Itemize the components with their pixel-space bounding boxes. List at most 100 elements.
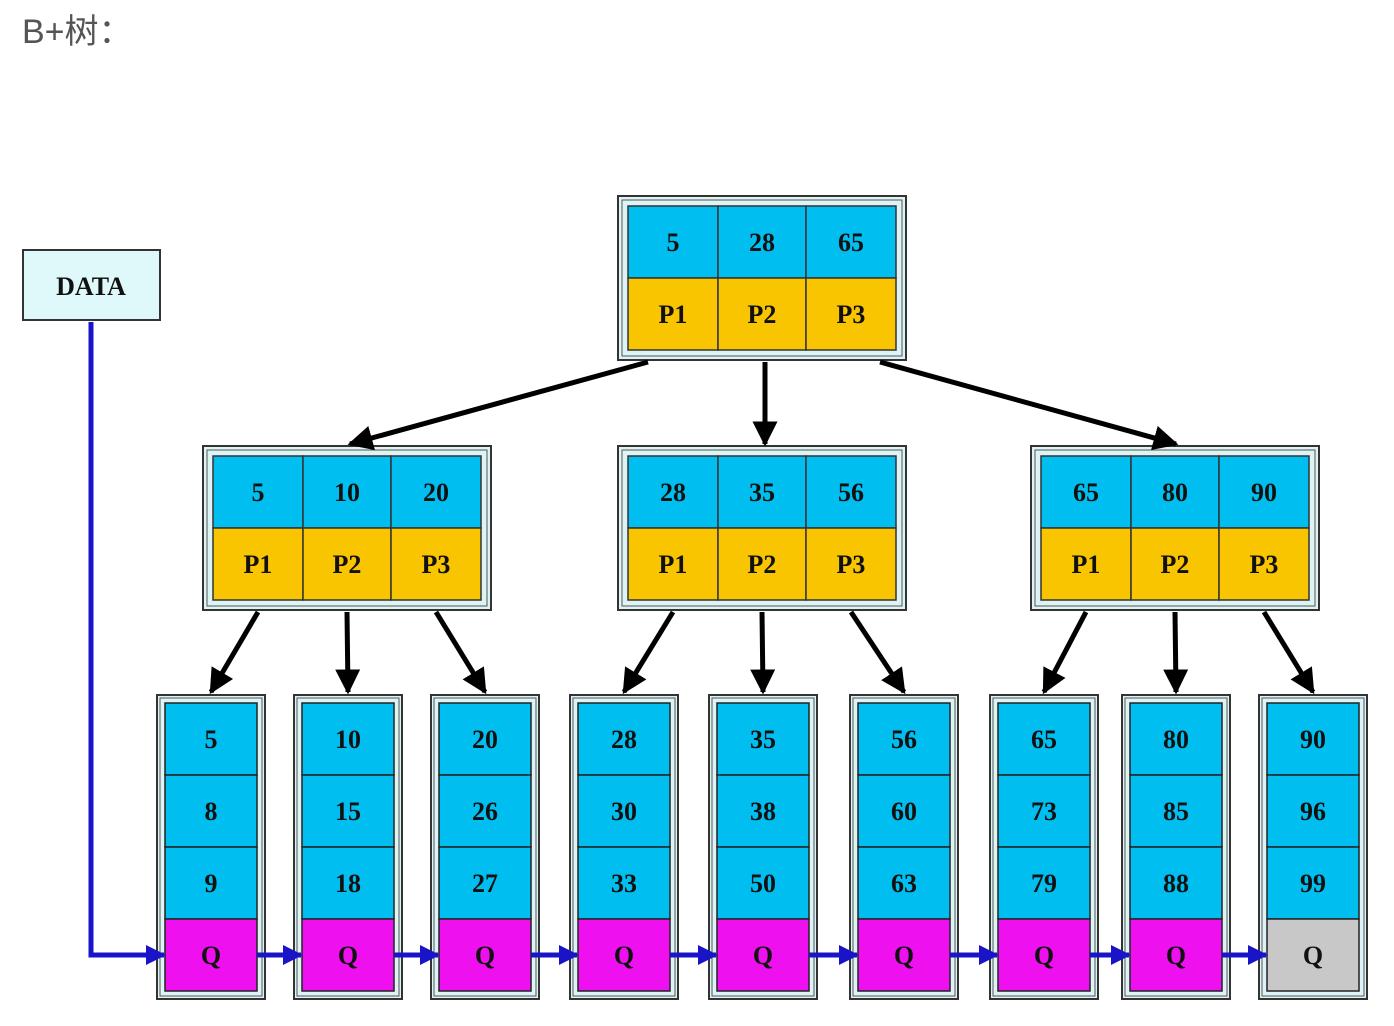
- page-title: B+树：: [22, 13, 133, 51]
- internal-node-1-key-label: 20: [423, 478, 449, 507]
- leaf-node-2-key-label: 10: [335, 725, 361, 754]
- leaf-node-3-key-label: 26: [472, 797, 498, 826]
- leaf-node-5-key-label: 50: [750, 869, 776, 898]
- leaf-node-1-key-cell: [164, 702, 258, 776]
- leaf-node-5-key-cell: [716, 774, 810, 848]
- leaf-node-5-key-cell: [716, 702, 810, 776]
- internal-node-3-key-label: 80: [1162, 478, 1188, 507]
- leaf-node-7-key-cell: [997, 702, 1091, 776]
- leaf-node-8-key-label: 85: [1163, 797, 1189, 826]
- leaf-node-7-key-label: 65: [1031, 725, 1057, 754]
- internal-node-2-key-label: 35: [749, 478, 775, 507]
- leaf-node-2-link-cell: [301, 918, 395, 992]
- leaf-node-8-link-cell: [1129, 918, 1223, 992]
- leaf-node-2: 10 15 18Q: [293, 694, 403, 1000]
- leaf-node-4-key-label: 30: [611, 797, 637, 826]
- leaf-node-8-key-cell: [1129, 846, 1223, 920]
- internal-node-1-pointer-label: P3: [422, 550, 451, 579]
- leaf-node-7-key-cell: [997, 774, 1091, 848]
- root-node-pointer-cell: [717, 277, 807, 351]
- internal-node-2-key-label: 56: [838, 478, 864, 507]
- root-node-pointer-label: P1: [659, 300, 688, 329]
- internal-to-leaf-arrow: [621, 610, 676, 695]
- root-to-internal-arrow: [347, 359, 649, 451]
- internal-node-1-key-label: 5: [252, 478, 265, 507]
- leaf-node-3-link-label: Q: [475, 941, 495, 970]
- internal-node-2-key-cell: [627, 455, 719, 529]
- internal-node-3-pointer-label: P1: [1072, 550, 1101, 579]
- leaf-node-6-key-label: 60: [891, 797, 917, 826]
- internal-node-3-key-cell: [1040, 455, 1132, 529]
- leaf-node-8-key-label: 88: [1163, 869, 1189, 898]
- internal-node-2-pointer-label: P1: [659, 550, 688, 579]
- leaf-node-7-key-label: 73: [1031, 797, 1057, 826]
- leaf-node-5-key-label: 38: [750, 797, 776, 826]
- leaf-node-4-key-cell: [577, 846, 671, 920]
- internal-node-3-pointer-cell: [1218, 527, 1310, 601]
- leaf-node-9-key-label: 96: [1300, 797, 1326, 826]
- leaf-node-2-key-label: 18: [335, 869, 361, 898]
- leaf-node-6-key-label: 56: [891, 725, 917, 754]
- leaf-node-6-key-cell: [857, 846, 951, 920]
- leaf-node-7-key-cell: [997, 846, 1091, 920]
- leaf-node-1-key-label: 9: [205, 869, 218, 898]
- leaf-node-7-link-label: Q: [1034, 941, 1054, 970]
- leaf-node-7-key-label: 79: [1031, 869, 1057, 898]
- root-node-key-label: 28: [749, 228, 775, 257]
- leaf-node-5-key-label: 35: [750, 725, 776, 754]
- leaf-node-3-link-cell: [438, 918, 532, 992]
- internal-node-1-key-cell: [390, 455, 482, 529]
- leaf-node-7-link-cell: [997, 918, 1091, 992]
- internal-to-leaf-arrow: [1163, 611, 1189, 695]
- internal-to-leaf-arrow: [433, 610, 488, 695]
- leaf-node-6-key-cell: [857, 774, 951, 848]
- tree-nodes: 5P128P265P35P110P220P328P135P256P365P180…: [156, 195, 1368, 1000]
- leaf-node-2-link-label: Q: [338, 941, 358, 970]
- leaf-node-4-link-cell: [577, 918, 671, 992]
- root-node-pointer-cell: [627, 277, 719, 351]
- leaf-node-2-key-cell: [301, 702, 395, 776]
- leaf-node-8-link-label: Q: [1166, 941, 1186, 970]
- leaf-node-4-link-label: Q: [614, 941, 634, 970]
- leaf-node-1-link-label: Q: [201, 941, 221, 970]
- leaf-node-2-key-label: 15: [335, 797, 361, 826]
- root-node-key-cell: [717, 205, 807, 279]
- leaf-node-9-link-label: Q: [1303, 941, 1323, 970]
- internal-node-1-pointer-label: P2: [333, 550, 362, 579]
- internal-node-3-key-cell: [1130, 455, 1220, 529]
- leaf-node-4-key-label: 33: [611, 869, 637, 898]
- internal-node-1-key-label: 10: [334, 478, 360, 507]
- internal-node-3-key-label: 65: [1073, 478, 1099, 507]
- internal-to-leaf-arrow: [1041, 610, 1089, 695]
- leaf-node-7: 65 73 79Q: [989, 694, 1099, 1000]
- internal-node-1-pointer-cell: [302, 527, 392, 601]
- leaf-node-3-key-label: 20: [472, 725, 498, 754]
- internal-node-3-key-cell: [1218, 455, 1310, 529]
- internal-node-1-pointer-label: P1: [244, 550, 273, 579]
- leaf-node-8-key-label: 80: [1163, 725, 1189, 754]
- leaf-node-3: 20 26 27Q: [430, 694, 540, 1000]
- leaf-node-5-link-label: Q: [753, 941, 773, 970]
- internal-to-leaf-arrow: [750, 611, 776, 695]
- leaf-node-6-key-label: 63: [891, 869, 917, 898]
- leaf-node-8: 80 85 88Q: [1121, 694, 1231, 1000]
- leaf-node-1-link-cell: [164, 918, 258, 992]
- internal-node-3-pointer-label: P2: [1161, 550, 1190, 579]
- leaf-node-4-key-cell: [577, 774, 671, 848]
- leaf-node-3-key-label: 27: [472, 869, 498, 898]
- leaf-node-6-key-cell: [857, 702, 951, 776]
- leaf-node-9-link-cell: [1266, 918, 1360, 992]
- data-box: DATA: [22, 249, 161, 321]
- internal-node-2-key-cell: [805, 455, 897, 529]
- internal-node-3-pointer-label: P3: [1250, 550, 1279, 579]
- internal-node-1-key-cell: [212, 455, 304, 529]
- internal-node-1-pointer-cell: [212, 527, 304, 601]
- leaf-node-9-key-cell: [1266, 774, 1360, 848]
- leaf-node-5: 35 38 50Q: [708, 694, 818, 1000]
